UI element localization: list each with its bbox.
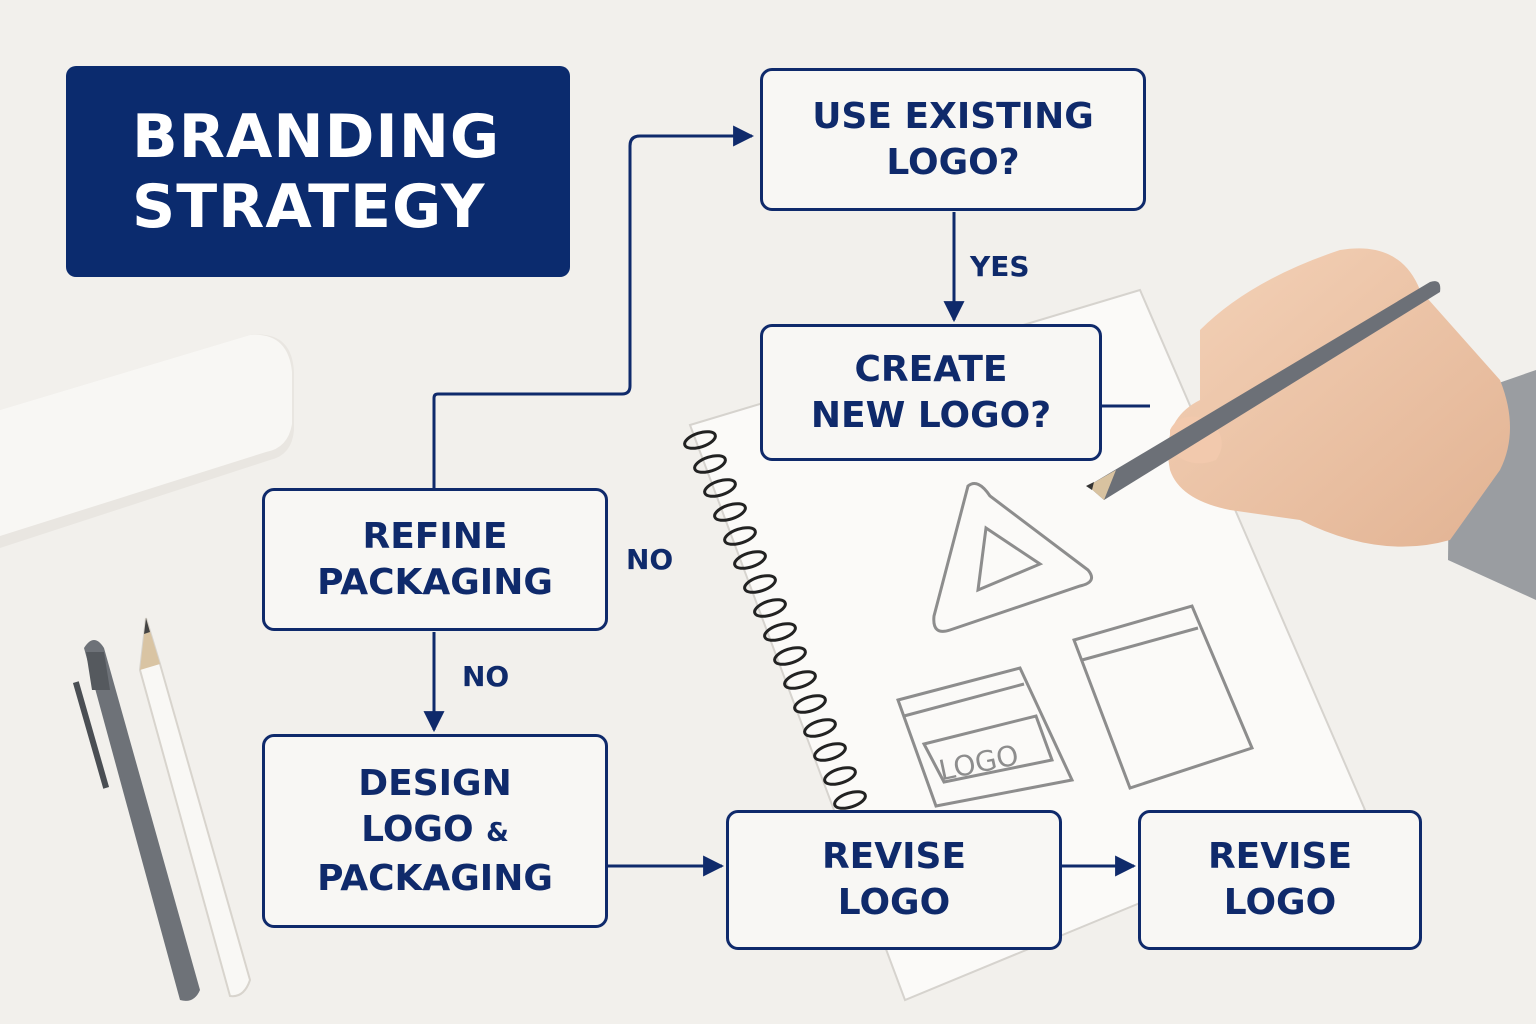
node-create-new-line-1: CREATE [854,348,1008,390]
spiral-coil [803,718,837,738]
node-create-new-logo: CREATE NEW LOGO? [760,324,1102,461]
edge-label-no-right: NO [626,543,674,576]
node-design-line-1: DESIGN [358,762,512,804]
spiral-coil [823,766,857,786]
spiral-coil [743,574,777,594]
node-use-existing-line-1: USE EXISTING [812,95,1094,137]
spiral-coil [793,694,827,714]
title-banner: BRANDING STRATEGY [66,66,570,277]
spiral-coil [773,646,807,666]
node-use-existing-line-2: LOGO? [886,141,1020,183]
node-design-line-3: PACKAGING [317,857,553,899]
node-design-logo-packaging: DESIGN LOGO & PACKAGING [262,734,608,928]
node-refine-line-1: REFINE [362,515,508,557]
spiral-coil [683,430,717,450]
sketch-rect [1072,604,1255,790]
node-refine-line-2: PACKAGING [317,561,553,603]
node-revise-2-line-2: LOGO [1223,882,1337,923]
spiral-coil [753,598,787,618]
spiral-coil [693,454,727,474]
node-design-line-2a: LOGO [361,808,474,850]
node-revise-logo-2: REVISE LOGO [1138,810,1422,950]
title-line-2: STRATEGY [132,171,486,242]
sketch-triangle [932,482,1094,633]
node-use-existing-logo: USE EXISTING LOGO? [760,68,1146,211]
pencil-white [138,617,252,998]
spiral-coil [833,790,867,810]
connectors [423,125,1150,877]
spiral-coil [713,502,747,522]
spiral-coil [813,742,847,762]
hand-with-pencil [1086,248,1536,600]
node-revise-1-line-1: REVISE [821,836,967,877]
pen [72,640,200,1001]
edge-label-no-down: NO [462,660,510,693]
node-revise-1-line-2: LOGO [837,882,951,923]
node-create-new-line-2: NEW LOGO? [810,394,1052,436]
notebook-spiral [683,430,867,810]
spiral-coil [723,526,757,546]
edge-refine-to-use-existing [432,125,755,490]
node-revise-2-line-1: REVISE [1207,836,1353,877]
node-design-ampersand: & [486,817,509,848]
eraser-block [0,334,294,548]
edge-label-yes: YES [970,250,1030,283]
node-design-line-2: LOGO & [361,807,509,856]
node-refine-packaging: REFINE PACKAGING [262,488,608,631]
node-revise-logo-1: REVISE LOGO [726,810,1062,950]
spiral-coil [703,478,737,498]
sketch-logo-box [896,666,1075,808]
spiral-coil [783,670,817,690]
spiral-coil [733,550,767,570]
spiral-coil [763,622,797,642]
title-line-1: BRANDING [132,101,501,172]
